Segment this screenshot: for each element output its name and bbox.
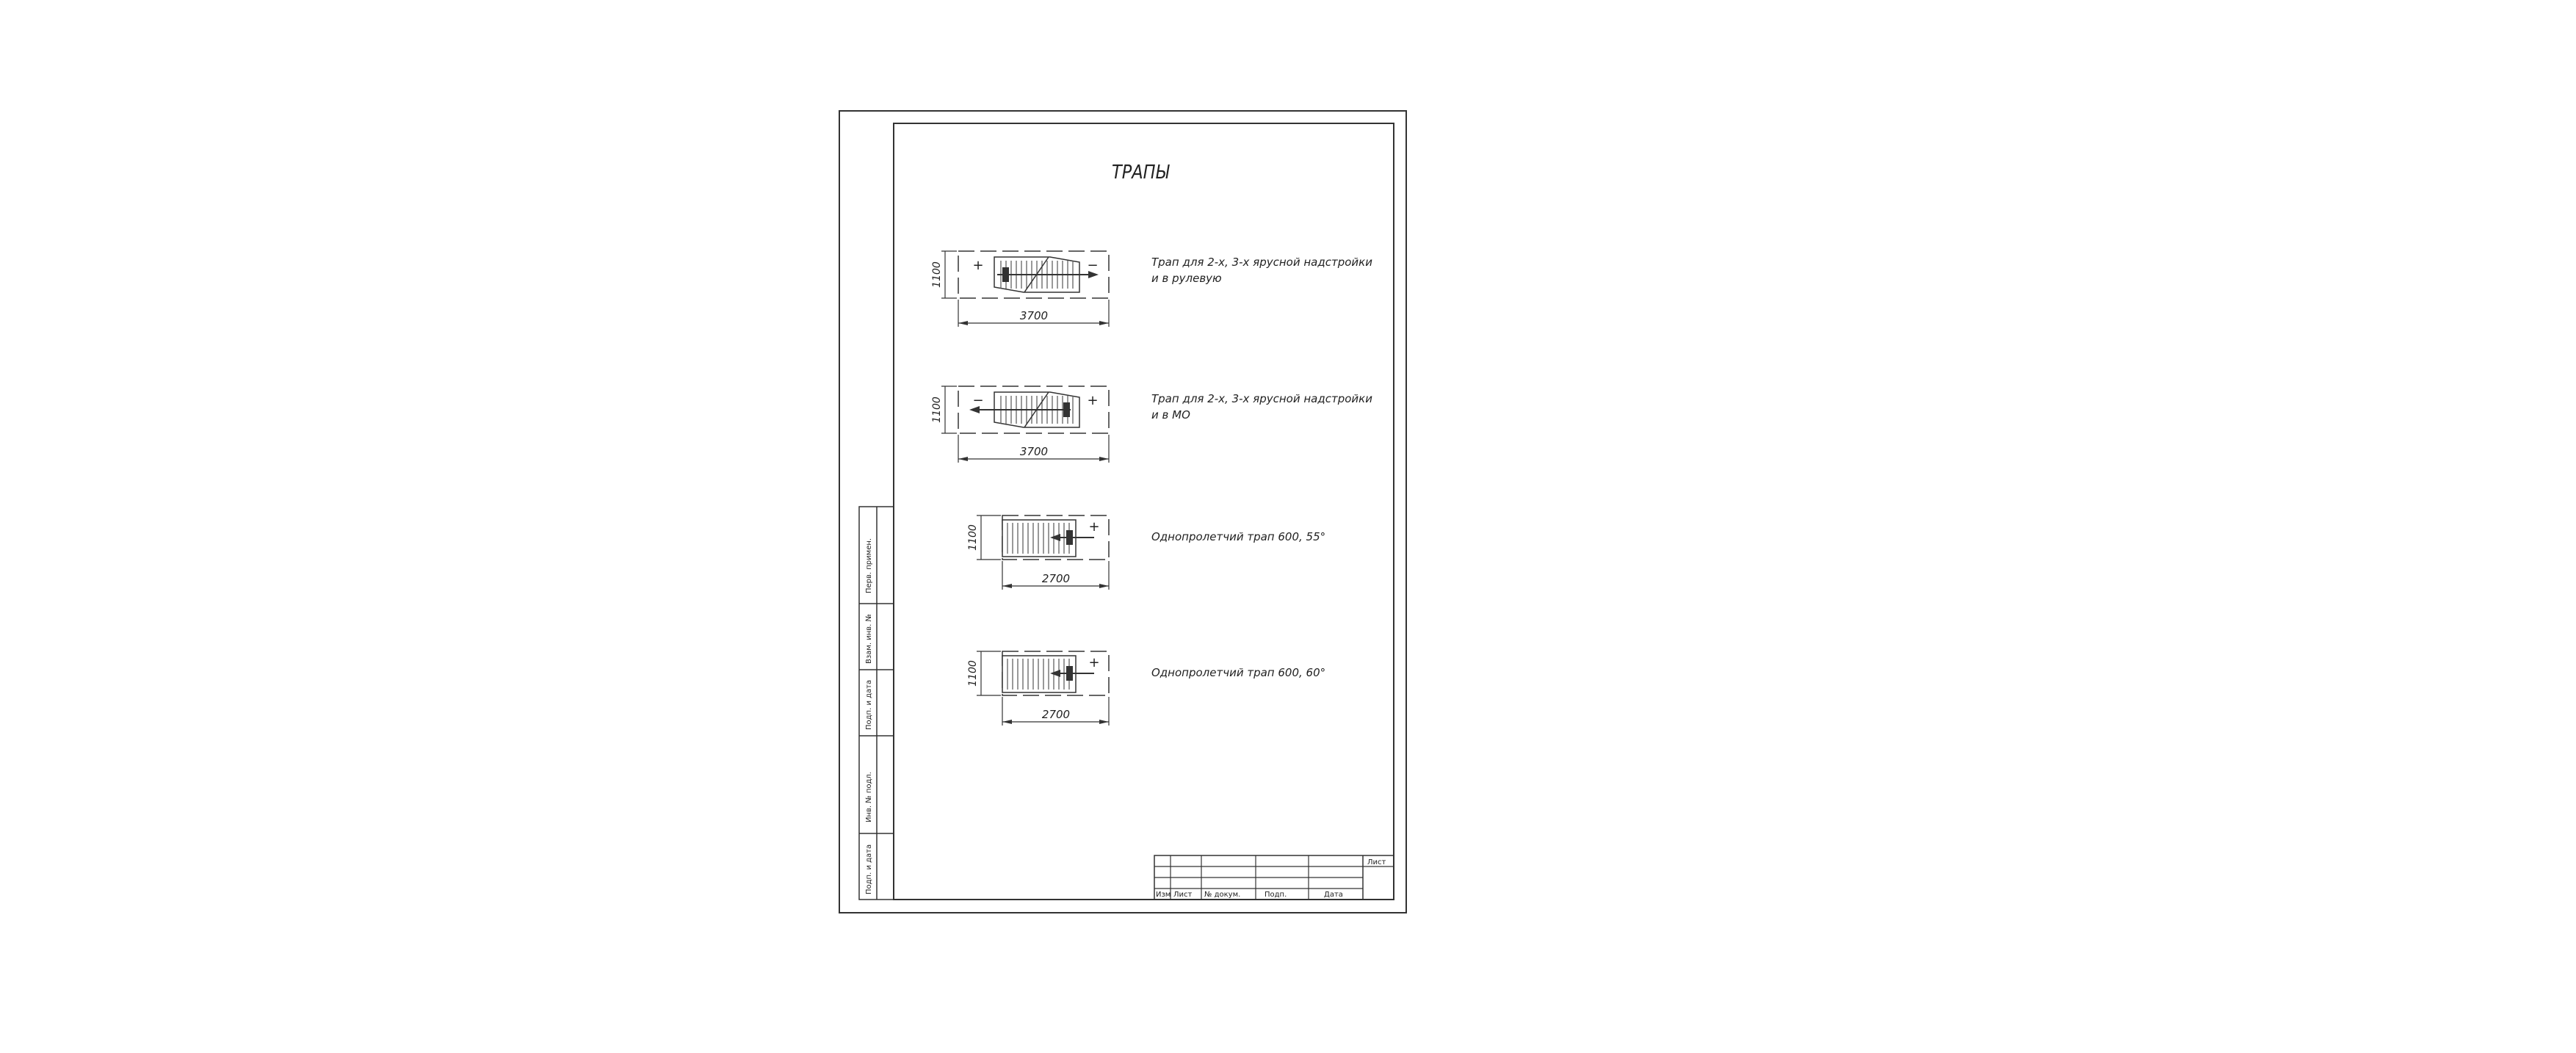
walk-direction-arrow [1050,670,1060,677]
title-block-sheet-label: Лист [1367,858,1386,866]
ladder-item-4: + 1100 2700 Однопролетчий трап 600, 60° [967,651,1325,725]
inner-drawing-frame [893,123,1394,900]
ladder-item-3: + 1100 2700 Однопролетчий трап 600, 55° [967,515,1325,590]
level-sign: + [1087,393,1098,408]
side-stamp-label: Инв. № подл. [865,772,873,822]
side-stamp-label: Подп. и дата [865,844,873,894]
dimension-length-label: 3700 [1020,309,1048,322]
title-block-label: Изм [1156,891,1171,899]
ladder-landing [1063,402,1070,417]
title-block-label: Подп. [1265,891,1287,899]
title-block-label: № докум. [1204,891,1240,899]
ladder-outline [958,250,1110,299]
level-sign: − [972,393,983,408]
side-stamp-label: Подп. и дата [865,680,873,730]
title-block-label: Дата [1324,891,1343,899]
ladder-item-2: − + 1100 3700 Трап для 2-х, 3-х ярусной … [931,386,1372,463]
ladder-description: Однопролетчий трап 600, 60° [1151,666,1325,679]
title-block: Изм Лист № докум. Подп. Дата Лист [1154,855,1394,900]
walk-direction-arrow [969,406,980,413]
dimension-length-label: 2700 [1042,708,1070,721]
level-sign: + [972,258,983,273]
ladder-description: Однопролетчий трап 600, 55° [1151,530,1325,543]
ladder-item-1: + − 1100 3700 Трап для 2-х, 3-х ярусной … [931,250,1372,327]
ladder-landing [1002,267,1009,282]
dimension-width-label: 1100 [931,261,943,288]
level-sign: − [1087,258,1098,273]
outer-sheet-border [839,110,1407,913]
dimension-width-label: 1100 [931,397,943,423]
ladder-outline [958,386,1110,434]
ladder-landing [1066,666,1073,681]
side-stamp: Перв. примен. Взам. инв. № Подп. и дата … [858,506,894,900]
walk-direction-arrow [1050,534,1060,541]
level-sign: + [1088,655,1099,670]
ladder-landing [1066,530,1073,545]
level-sign: + [1088,519,1099,535]
ladder-description: Трап для 2-х, 3-х ярусной надстройки [1151,392,1372,405]
drawing-title: ТРАПЫ [1112,162,1170,184]
dimension-length-label: 2700 [1042,572,1070,585]
ladder-description: и в рулевую [1151,272,1222,285]
ladder-description: и в МО [1151,408,1190,421]
ladder-description: Трап для 2-х, 3-х ярусной надстройки [1151,256,1372,269]
side-stamp-label: Взам. инв. № [865,614,873,664]
dimension-width-label: 1100 [967,660,979,687]
walk-direction-arrow [1088,271,1099,278]
side-stamp-label: Перв. примен. [865,538,873,593]
dimension-width-label: 1100 [967,524,979,551]
dimension-length-label: 3700 [1020,445,1048,458]
title-block-label: Лист [1173,891,1193,899]
